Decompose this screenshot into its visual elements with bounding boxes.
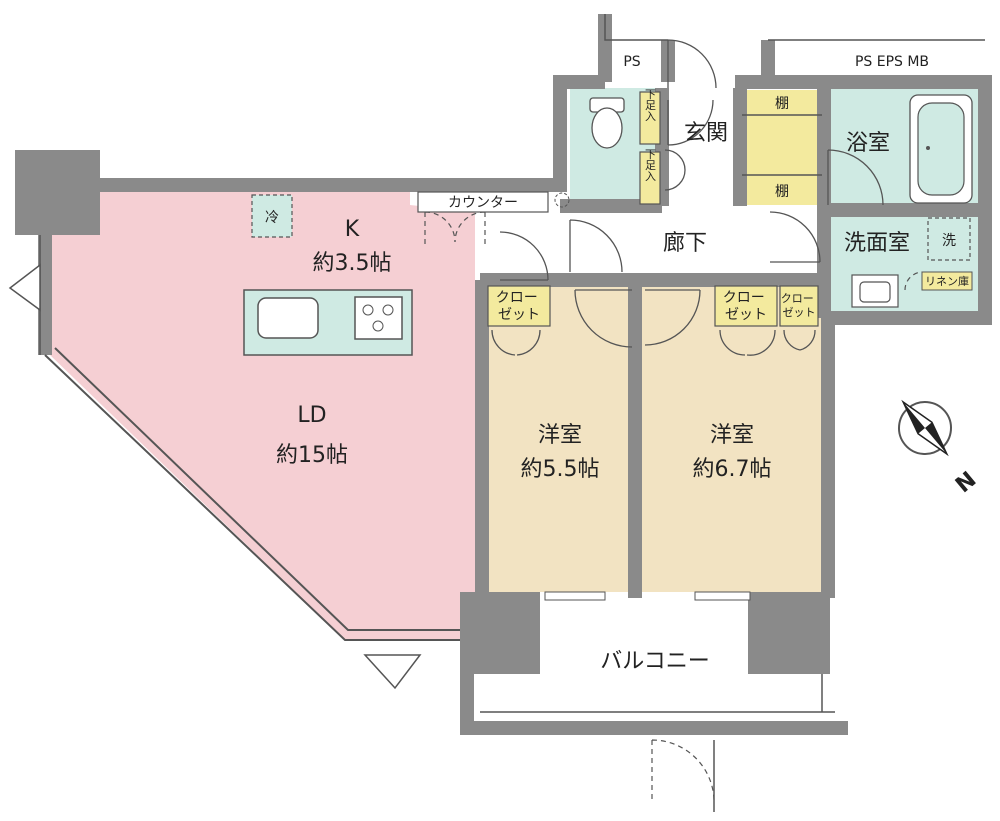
washer-box [927,217,971,261]
bedroom2-area [637,285,822,592]
closet3-box [779,285,819,327]
linen-door [904,271,923,291]
hallway-area [480,205,825,285]
closet1-door [491,329,541,356]
closet2-door [719,329,776,356]
column-top-left [15,150,100,235]
linen-box [921,271,973,291]
shelf-top-label: 棚 [775,96,789,112]
balcony-wall-left [460,674,848,735]
toilet-door [667,99,714,146]
bed1-door [574,289,633,348]
shoe-box-top [639,91,661,145]
bath-label: 浴室 [846,131,890,156]
kitchen-name: K [345,217,360,242]
bedroom2-size: 約6.7帖 [693,457,772,482]
hall-door-toilet [569,219,623,273]
ld-name: LD [297,403,326,428]
balcony-label: バルコニー [600,649,710,674]
entrance-area [660,90,740,205]
fridge-label: 冷 [265,210,279,226]
bathtub-icon [909,94,973,204]
closet3-label: クロー ゼット [781,292,818,319]
bed2-door [644,289,701,346]
balcony-step-left [8,263,41,312]
window-wall-diagonal-inner [54,347,460,631]
shoe-box-bottom [639,151,661,205]
closet2-line2: ゼット [725,307,767,323]
entrance-label: 玄関 [684,121,728,146]
shoe-box-door [664,149,686,191]
outer-wall-top-right [735,75,992,598]
closet1-box [487,285,551,327]
compass-north-label: N [951,467,981,498]
counter-door-1 [424,211,456,245]
column-balcony-left [460,592,540,674]
entrance-door [667,39,717,89]
counter-box [417,191,549,213]
closet3-line2: ゼット [783,306,816,319]
closet1-line1: クロー [496,290,538,306]
washroom-label: 洗面室 [844,231,910,256]
bedroom1-area [485,285,633,592]
shelf-area [742,90,822,205]
closet1-label: クロー ゼット [496,290,542,323]
column-balcony-right [748,592,830,674]
closet3-line1: クロー [781,292,814,305]
shoe-box-top-label: 下足入 [644,89,657,122]
fridge-box [251,194,293,238]
closet2-label: クロー ゼット [723,290,769,323]
bedroom2-name: 洋室 [710,423,754,448]
window-bed1 [544,591,606,601]
hallway-label: 廊下 [663,231,707,256]
bath-door [827,149,884,206]
basin-icon [851,274,899,308]
window-bed2 [694,591,751,601]
counter-label: カウンター [448,195,518,211]
bedroom1-name: 洋室 [538,423,582,448]
washroom-door [769,211,821,263]
compass-icon [898,399,952,457]
toilet-icon [589,97,625,149]
balcony-step-bottom [363,654,422,690]
closet2-box [714,285,778,327]
ldk-area [50,190,485,640]
closet1-line2: ゼット [498,307,540,323]
balcony-door [651,739,715,801]
label-ps-eps-mb: PS EPS MB [855,54,929,70]
outer-wall-top-left [45,75,605,192]
counter-door-2 [454,211,486,245]
counter-light [554,192,570,208]
ps-outline [604,14,668,41]
linen-label: リネン庫 [925,274,969,288]
label-ps: PS [623,54,640,70]
shoe-box-bottom-label: 下足入 [644,149,657,182]
bedroom1-size: 約5.5帖 [521,457,600,482]
washer-label: 洗 [942,233,956,249]
ld-size: 約15帖 [276,443,348,468]
kitchen-size: 約3.5帖 [313,251,392,276]
closet2-line1: クロー [723,290,765,306]
hall-door-left [499,231,549,281]
window-wall-diagonal [44,354,460,641]
shelf-bottom-label: 棚 [775,184,789,200]
sink-icon [257,297,319,339]
closet3-door [783,329,816,351]
stove-icon [354,296,403,340]
